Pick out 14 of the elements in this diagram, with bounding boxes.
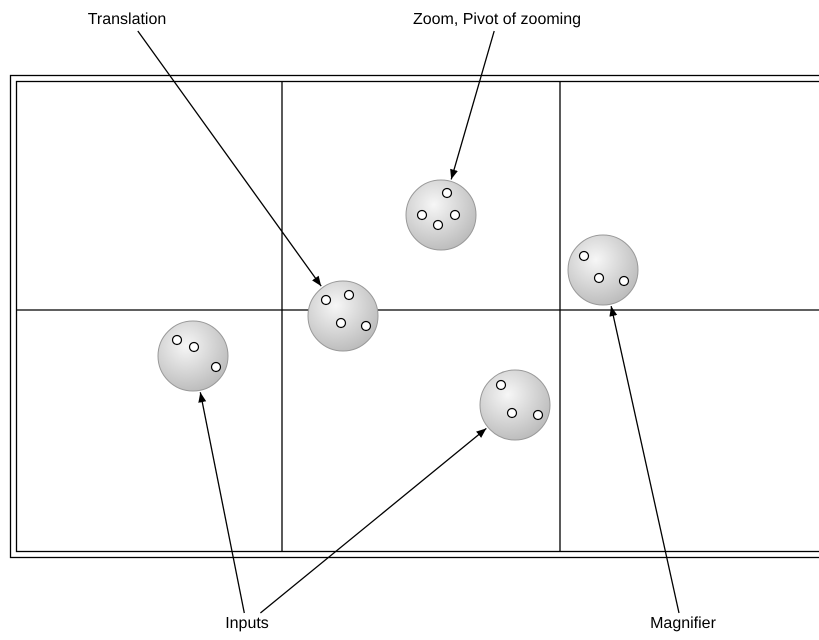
- callout-label: Inputs: [225, 615, 269, 633]
- touch-ball: [405, 179, 477, 251]
- touch-ball: [567, 234, 639, 306]
- touch-ball: [479, 369, 551, 441]
- touch-ball: [307, 280, 379, 352]
- arrow: [198, 392, 245, 614]
- callout-label: Translation: [88, 11, 166, 29]
- arrow: [137, 30, 322, 286]
- arrow: [450, 30, 495, 180]
- callout-label: Magnifier: [650, 615, 716, 633]
- arrow: [260, 428, 487, 614]
- touch-ball: [157, 320, 229, 392]
- arrow: [609, 306, 680, 614]
- callout-label: Zoom, Pivot of zooming: [412, 11, 582, 29]
